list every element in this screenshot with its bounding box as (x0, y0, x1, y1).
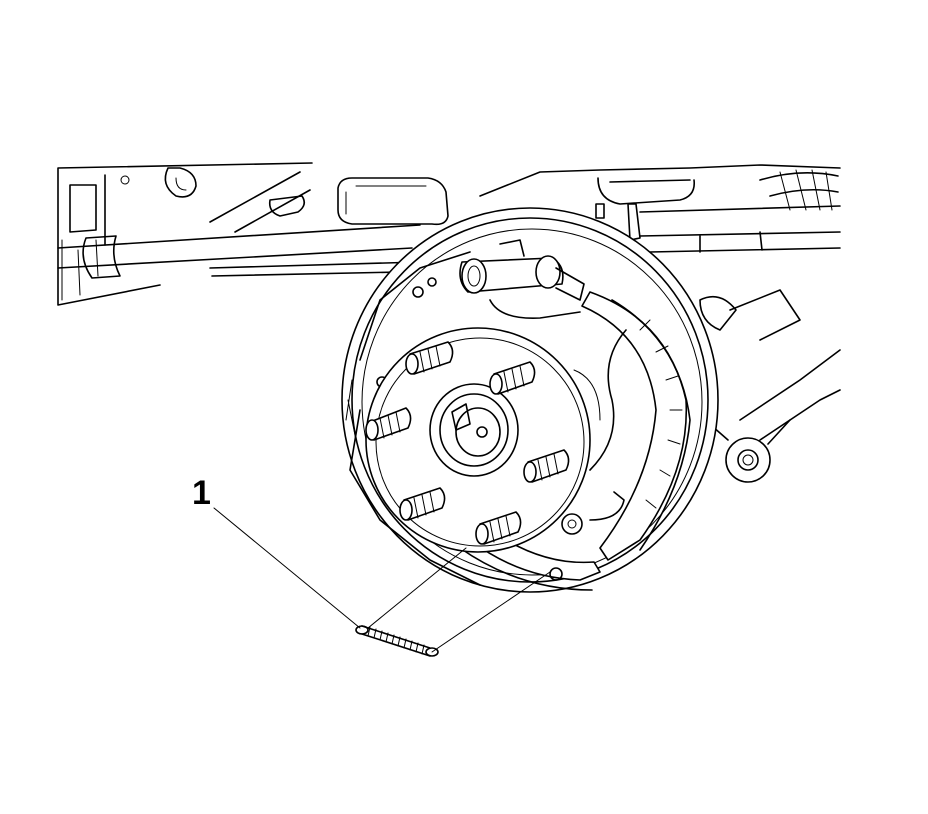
explode-line (367, 547, 467, 629)
wheel-stud (489, 361, 536, 395)
hub-flange (365, 327, 591, 553)
wheel-stud (399, 487, 446, 521)
wheel-stud (405, 341, 454, 375)
callout-1: 1 (192, 474, 361, 629)
wheel-stud (475, 511, 522, 545)
wheel-studs (365, 341, 570, 545)
leader-line (213, 507, 361, 629)
spring-coil (355, 625, 439, 657)
explode-line (431, 571, 551, 653)
wheel-cylinder (459, 239, 585, 319)
wheel-stud (523, 449, 570, 483)
vehicle-frame (57, 162, 841, 483)
callout-number: 1 (192, 474, 211, 512)
wheel-stud (365, 407, 412, 441)
spring (355, 547, 551, 657)
